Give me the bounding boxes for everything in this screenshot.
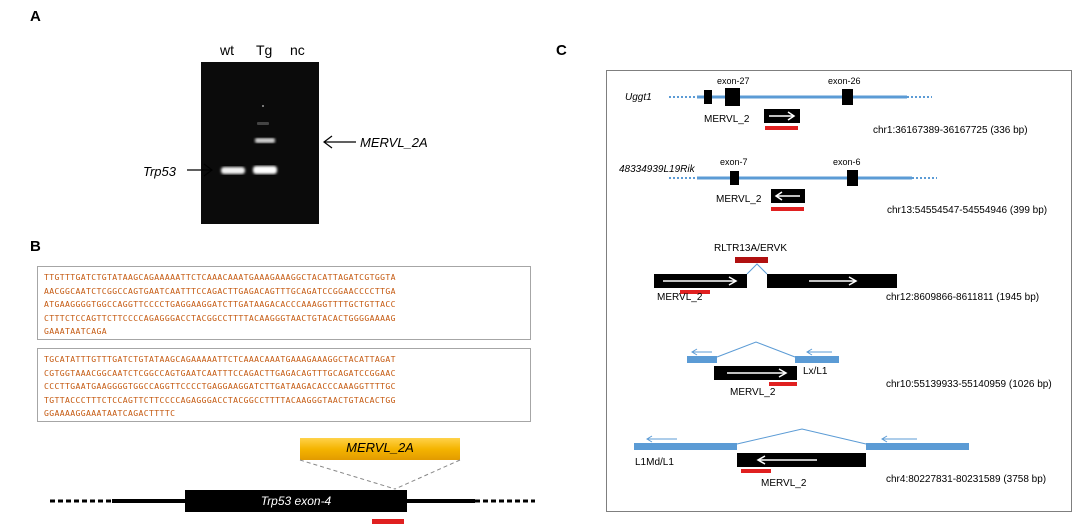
tg-faint-band [257, 122, 269, 125]
seq2-line-2: CGTGGTAAACGGCAATCTCGGCCAGTGAATCAATTTCCAG… [44, 367, 396, 378]
seq1-line-5: GAAATAATCAGA [44, 326, 108, 337]
lane-label-nc: nc [290, 42, 305, 58]
uggt1-exon-26 [842, 89, 853, 105]
uggt1-gene-label: Uggt1 [625, 92, 652, 103]
uggt1-coord: chr1:36167389-36167725 (336 bp) [873, 125, 1028, 136]
panel-a-letter: A [30, 8, 41, 25]
sequence-box-1: TTGTTTGATCTGTATAAGCAGAAAAATTCTCAAACAAATG… [37, 266, 531, 340]
rik-mervl-label: MERVL_2 [716, 194, 762, 205]
gel-bands [221, 105, 277, 174]
lane-label-tg: Tg [256, 42, 273, 58]
uggt1-exon-small [704, 90, 712, 104]
l1md-left-repeat [634, 443, 737, 450]
uggt1-mervl-label: MERVL_2 [704, 114, 750, 125]
locus-48334939l19rik [669, 170, 937, 211]
locus-uggt1 [669, 88, 932, 130]
l1md-mervl-label: MERVL_2 [761, 478, 807, 489]
tg-trp53-band [253, 166, 277, 174]
lane-label-wt: wt [220, 42, 234, 58]
rltr-coord: chr12:8609866-8611811 (1945 bp) [886, 292, 1039, 303]
rik-coord: chr13:54554547-54554946 (399 bp) [887, 205, 1047, 216]
seq1-line-4: CTTTCTCCAGTTCTTCCCCAGAGGGACCTACGGCCTTTTA… [44, 312, 396, 323]
seq2-line-5: GGAAAAGGAAATAATCAGACTTTTC [44, 408, 176, 419]
seq1-line-1: TTGTTTGATCTGTATAAGCAGAAAAATTCTCAAACAAATG… [44, 272, 396, 282]
uggt1-probe-bar [765, 126, 798, 130]
lx-probe-bar [769, 382, 797, 386]
seq1-line-2: AACGGCAATCTCGGCCAGTGAATCAATTTCCAGACTTGAG… [44, 285, 396, 296]
insert-dash-right [394, 459, 461, 490]
rik-gene-label: 48334939L19Rik [619, 164, 696, 175]
rltr-repeat-label: RLTR13A/ERVK [714, 243, 787, 254]
trp53-probe-bar [372, 519, 404, 524]
rik-probe-bar [771, 207, 804, 211]
panel-c-frame: Uggt1 exon-27 exon-26 MERVL_2 chr1:36167… [606, 70, 1072, 512]
rik-exon-7 [730, 171, 739, 185]
l1md-right-repeat [866, 443, 969, 450]
mervl-2a-label: MERVL_2A [360, 135, 428, 150]
rik-exon-6 [847, 170, 858, 186]
seq2-line-1: TGCATATTTGTTTGATCTGTATAAGCAGAAAAATTCTCAA… [44, 354, 396, 364]
locus-l1md-l1 [634, 428, 969, 473]
l1md-probe-bar [741, 469, 771, 473]
wt-trp53-band [221, 167, 245, 174]
rltr-mervl-label: MERVL_2 [657, 292, 703, 303]
trp53-exon-4-box [185, 490, 407, 512]
lx-coord: chr10:55139933-55140959 (1026 bp) [886, 379, 1052, 390]
lx-right-repeat [795, 356, 839, 363]
trp53-arrow [187, 163, 213, 177]
uggt1-exon-27-label: exon-27 [717, 76, 750, 86]
l1md-repeat-label: L1Md/L1 [635, 457, 674, 468]
panel-c-diagram: Uggt1 exon-27 exon-26 MERVL_2 chr1:36167… [619, 76, 1052, 489]
panel-b-letter: B [30, 238, 41, 255]
locus-rltr13a [654, 257, 897, 294]
seq2-line-4: TGTTACCCTTTCTCCAGTTCTTCCCCAGAGGGACCTACGG… [44, 394, 396, 405]
panel-c-letter: C [556, 42, 567, 59]
uggt1-exon-26-label: exon-26 [828, 76, 861, 86]
rltr-probe-bar [680, 290, 710, 294]
uggt1-exon-27 [725, 88, 740, 106]
gel-image [201, 62, 319, 224]
trp53-label: Trp53 [143, 164, 176, 179]
l1md-coord: chr4:80227831-80231589 (3758 bp) [886, 474, 1046, 485]
insert-dash-left [299, 459, 396, 490]
tg-mervl-band [255, 138, 275, 143]
trp53-insertion-diagram [50, 438, 535, 524]
lx-mervl-label: MERVL_2 [730, 387, 776, 398]
mervl-arrow [323, 135, 356, 149]
gel-speck [262, 105, 264, 107]
lx-repeat-label: Lx/L1 [803, 366, 828, 377]
locus-lx-l1 [687, 341, 839, 386]
rik-exon-7-label: exon-7 [720, 157, 748, 167]
sequence-box-2: TGCATATTTGTTTGATCTGTATAAGCAGAAAAATTCTCAA… [37, 348, 531, 422]
rltr-repeat-bar [735, 257, 768, 263]
mervl-2a-insert-box [300, 438, 460, 460]
seq2-line-3: CCCTTGAATGAAGGGGTGGCCAGGTTCCCCTGAGGAAGGA… [44, 381, 396, 392]
trp53-exon-4-label: Trp53 exon-4 [260, 494, 332, 508]
rik-exon-6-label: exon-6 [833, 157, 861, 167]
seq1-line-3: ATGAAGGGGTGGCCAGGTTCCCCTGAGGAAGGATCTTGAT… [44, 299, 396, 310]
mervl-2a-insert-label: MERVL_2A [346, 440, 414, 455]
lx-left-repeat [687, 356, 717, 363]
